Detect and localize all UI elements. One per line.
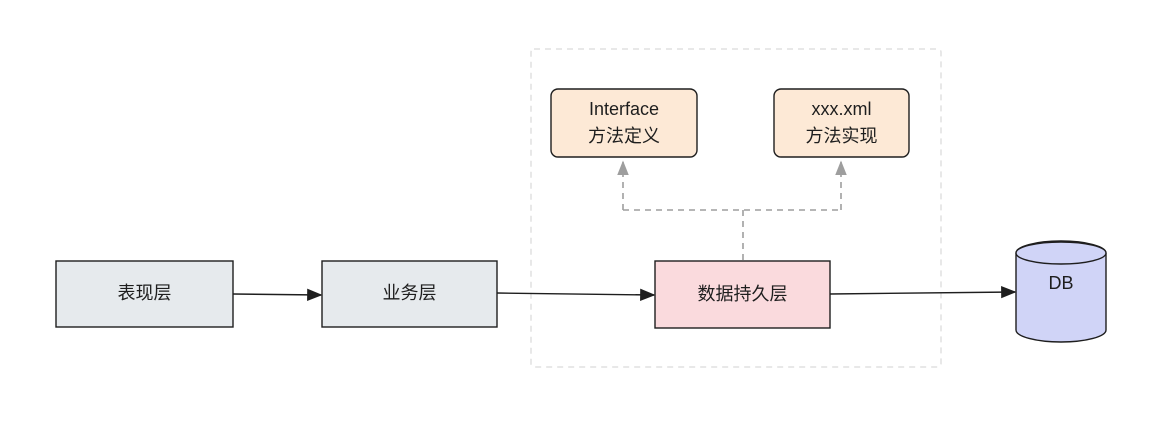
business-layer-box [321,260,498,328]
xml-mapper-box [773,88,910,158]
dependency-connectors [617,160,847,260]
node-presentation-layer: 表现层 [55,260,234,328]
node-business-layer: 业务层 [321,260,498,328]
flow-arrow-persistence-to-db [829,285,1017,299]
interface-subtitle: 方法定义 [588,126,660,146]
database-cylinder-top [1015,241,1107,265]
presentation-layer-label: 表现层 [118,283,172,303]
database-label: DB [1048,273,1073,293]
presentation-layer-box [55,260,234,328]
xml-mapper-subtitle: 方法实现 [806,126,878,146]
flow-arrow-presentation-to-business [232,288,323,302]
business-layer-label: 业务层 [383,283,437,303]
flow-arrow-business-to-persistence [496,288,656,301]
node-persistence-layer: 数据持久层 [654,260,831,329]
node-interface: Interface 方法定义 [550,88,698,158]
persistence-layer-label: 数据持久层 [698,284,788,304]
node-xml-mapper: xxx.xml 方法实现 [773,88,910,158]
node-database: DB [1015,240,1107,343]
interface-title: Interface [589,99,659,119]
persistence-layer-box [654,260,831,329]
persistence-group-frame [530,48,942,368]
interface-box [550,88,698,158]
xml-mapper-title: xxx.xml [812,99,872,119]
database-cylinder-body [1015,240,1107,343]
